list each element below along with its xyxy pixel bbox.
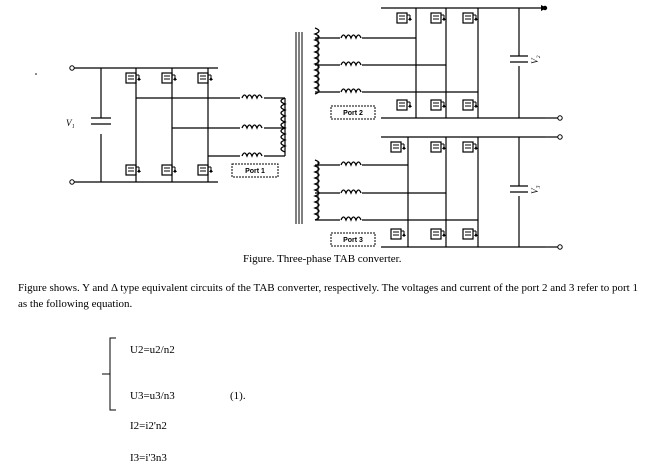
port3-windings	[313, 159, 320, 221]
port3-label: Port 3	[343, 237, 363, 244]
port2-label: Port 2	[343, 110, 363, 117]
port2-windings	[313, 27, 320, 95]
port2-switches	[396, 12, 479, 111]
equation-number: (1).	[230, 390, 246, 402]
v2-label: V₂	[530, 55, 540, 64]
equation-i3: I3=i'3n3	[130, 452, 167, 464]
port3-inductors	[340, 161, 362, 221]
equation-u2: U2=u2/n2	[130, 344, 175, 356]
port3-tag	[330, 232, 376, 247]
port2-inductors	[340, 34, 362, 93]
port1-bridge	[72, 67, 286, 183]
primary-winding-icon	[280, 97, 287, 153]
port3-switches	[390, 141, 479, 240]
v3-label: V₃	[530, 185, 540, 194]
port3-terminal-bottom	[557, 244, 563, 250]
figure-caption: Figure. Three-phase TAB converter.	[243, 253, 402, 265]
port2-tag	[330, 105, 376, 120]
body-paragraph: Figure shows. Y and Δ type equivalent ci…	[18, 282, 638, 310]
stray-dot	[35, 73, 37, 75]
equation-u3: U3=u3/n3	[130, 390, 175, 402]
port2-wiring	[315, 7, 545, 119]
port1-tag	[231, 163, 279, 178]
port1-terminal-bottom	[69, 179, 75, 185]
port1-series-inductors	[241, 94, 263, 157]
equation-brace	[102, 337, 116, 411]
port1-switches	[125, 72, 214, 176]
port1-label: Port 1	[245, 168, 265, 175]
transformer-core	[295, 32, 303, 224]
port3-wiring	[315, 136, 545, 248]
port2-terminal-bottom	[557, 115, 563, 121]
three-phase-tab-converter-schematic: Port 2 V₂ Port 3 V₃ Port 1 V₁	[35, 5, 563, 250]
v1-label: V₁	[66, 118, 75, 128]
equation-i2: I2=i2'n2	[130, 420, 167, 432]
port3-terminal-top	[557, 134, 563, 140]
port1-terminal-top	[69, 65, 75, 71]
